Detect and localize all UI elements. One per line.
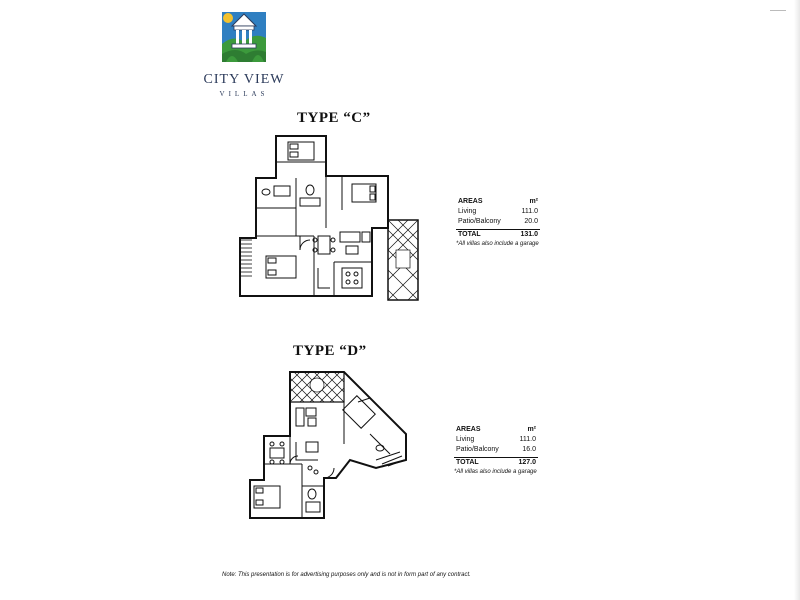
areas-unit-label: m² [529,198,538,205]
city-view-villas-logo: CITY VIEW VILLAS [196,8,292,100]
total-label: TOTAL [456,459,479,466]
logo-emblem-icon [222,12,266,62]
living-value: 111.0 [521,208,538,215]
living-row: Living 111.0 [454,435,538,445]
total-value: 131.0 [520,231,538,238]
living-row: Living 111.0 [456,207,540,217]
living-value: 111.0 [519,436,536,443]
disclaimer-note: Note: This presentation is for advertisi… [222,572,471,578]
logo-subtitle: VILLAS [219,90,269,98]
patio-label: Patio/Balcony [456,446,499,453]
living-label: Living [458,208,477,215]
type-d-floor-plan [249,371,407,519]
areas-header-label: AREAS [456,426,481,433]
total-label: TOTAL [458,231,481,238]
garage-note: *All villas also include a garage [456,241,539,247]
areas-header-row: AREAS m² [454,425,538,435]
areas-unit-label: m² [527,426,536,433]
patio-label: Patio/Balcony [458,218,501,225]
type-d-areas-table: AREAS m² Living 111.0 Patio/Balcony 16.0… [454,425,538,475]
logo-title: CITY VIEW [203,72,285,87]
patio-value: 20.0 [524,218,538,225]
total-row: TOTAL 127.0 [454,457,538,468]
patio-row: Patio/Balcony 20.0 [456,217,540,227]
living-label: Living [456,436,475,443]
type-c-floor-plan [239,135,419,301]
type-c-areas-table: AREAS m² Living 111.0 Patio/Balcony 20.0… [456,197,540,247]
corner-mark [770,10,786,17]
type-d-title: TYPE “D” [293,343,367,359]
garage-note: *All villas also include a garage [454,469,537,475]
patio-value: 16.0 [522,446,536,453]
page-edge-shadow [794,0,800,600]
areas-header-row: AREAS m² [456,197,540,207]
areas-header-label: AREAS [458,198,483,205]
total-value: 127.0 [518,459,536,466]
total-row: TOTAL 131.0 [456,229,540,240]
patio-row: Patio/Balcony 16.0 [454,445,538,455]
type-c-title: TYPE “C” [297,110,371,126]
